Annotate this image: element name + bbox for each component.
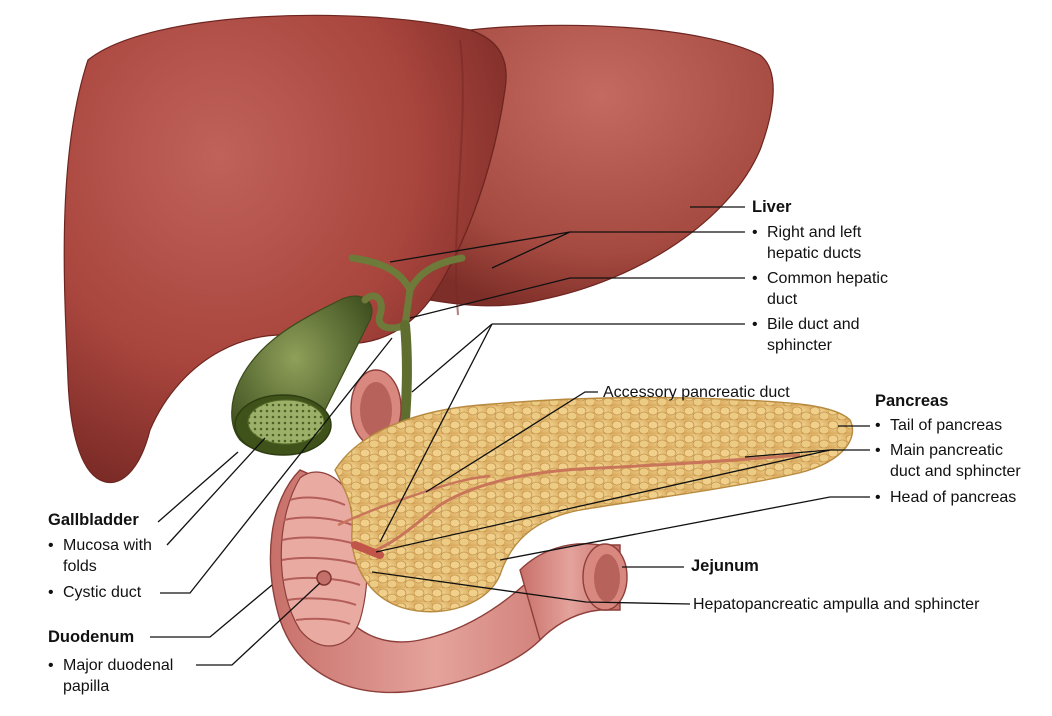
pancreas — [334, 396, 854, 613]
bullet-hepatic-ducts: • — [752, 224, 758, 241]
label-papilla-line1: Major duodenal — [63, 657, 174, 674]
label-cystic-duct: Cystic duct — [63, 584, 142, 601]
label-hepatopancreatic-ampulla: Hepatopancreatic ampulla and sphincter — [693, 596, 980, 613]
label-mucosa-line1: Mucosa with — [63, 537, 152, 554]
label-jejunum: Jejunum — [691, 557, 759, 575]
hepatopancreatic-ampulla — [351, 541, 384, 559]
cystic-duct — [361, 292, 409, 332]
bullet-tail-pancreas: • — [875, 417, 881, 434]
label-accessory-pancreatic-duct: Accessory pancreatic duct — [603, 384, 790, 401]
label-gallbladder: Gallbladder — [48, 511, 139, 529]
label-hepatic-ducts-line2: hepatic ducts — [767, 245, 862, 262]
bullet-mucosa: • — [48, 537, 54, 554]
label-mucosa-line2: folds — [63, 558, 97, 575]
bullet-cystic-duct: • — [48, 584, 54, 601]
bullet-bile-duct: • — [752, 316, 758, 333]
label-hepatic-ducts-line1: Right and left — [767, 224, 862, 241]
bullet-papilla: • — [48, 657, 54, 674]
label-duodenum: Duodenum — [48, 628, 135, 646]
label-main-pancreatic-line1: Main pancreatic — [890, 442, 1003, 459]
label-papilla-line2: papilla — [63, 678, 110, 695]
label-bile-duct-line1: Bile duct and — [767, 316, 860, 333]
bullet-main-pancreatic: • — [875, 442, 881, 459]
leader-lines — [150, 206, 870, 666]
label-tail-of-pancreas: Tail of pancreas — [890, 417, 1003, 434]
bullet-head-pancreas: • — [875, 489, 881, 506]
label-liver: Liver — [752, 198, 792, 216]
label-pancreas: Pancreas — [875, 392, 949, 410]
label-common-hepatic-line1: Common hepatic — [767, 270, 888, 287]
label-head-of-pancreas: Head of pancreas — [890, 489, 1017, 506]
label-main-pancreatic-line2: duct and sphincter — [890, 463, 1021, 480]
liver-left-lobe — [428, 24, 774, 307]
major-duodenal-papilla — [316, 570, 332, 586]
label-bile-duct-line2: sphincter — [767, 337, 832, 354]
bullet-common-hepatic: • — [752, 270, 758, 287]
main-pancreatic-duct — [371, 453, 801, 554]
hepatic-ducts — [348, 254, 466, 329]
label-common-hepatic-line2: duct — [767, 291, 798, 308]
